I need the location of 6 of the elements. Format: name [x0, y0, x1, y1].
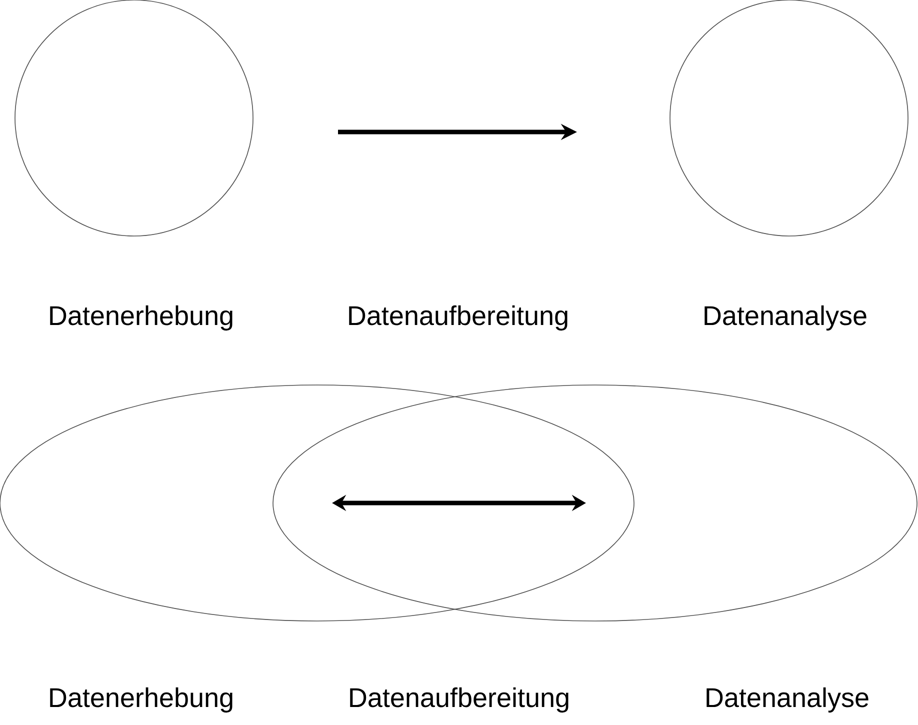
node-label: Datenanalyse [706, 687, 868, 713]
label: Datenaufbereitung [350, 687, 568, 713]
node-label: Datenanalyse [704, 305, 866, 331]
node-label: Datenerhebung [50, 687, 232, 713]
node-label: Datenerhebung [50, 305, 232, 331]
label: Datenaufbereitung [349, 305, 568, 331]
